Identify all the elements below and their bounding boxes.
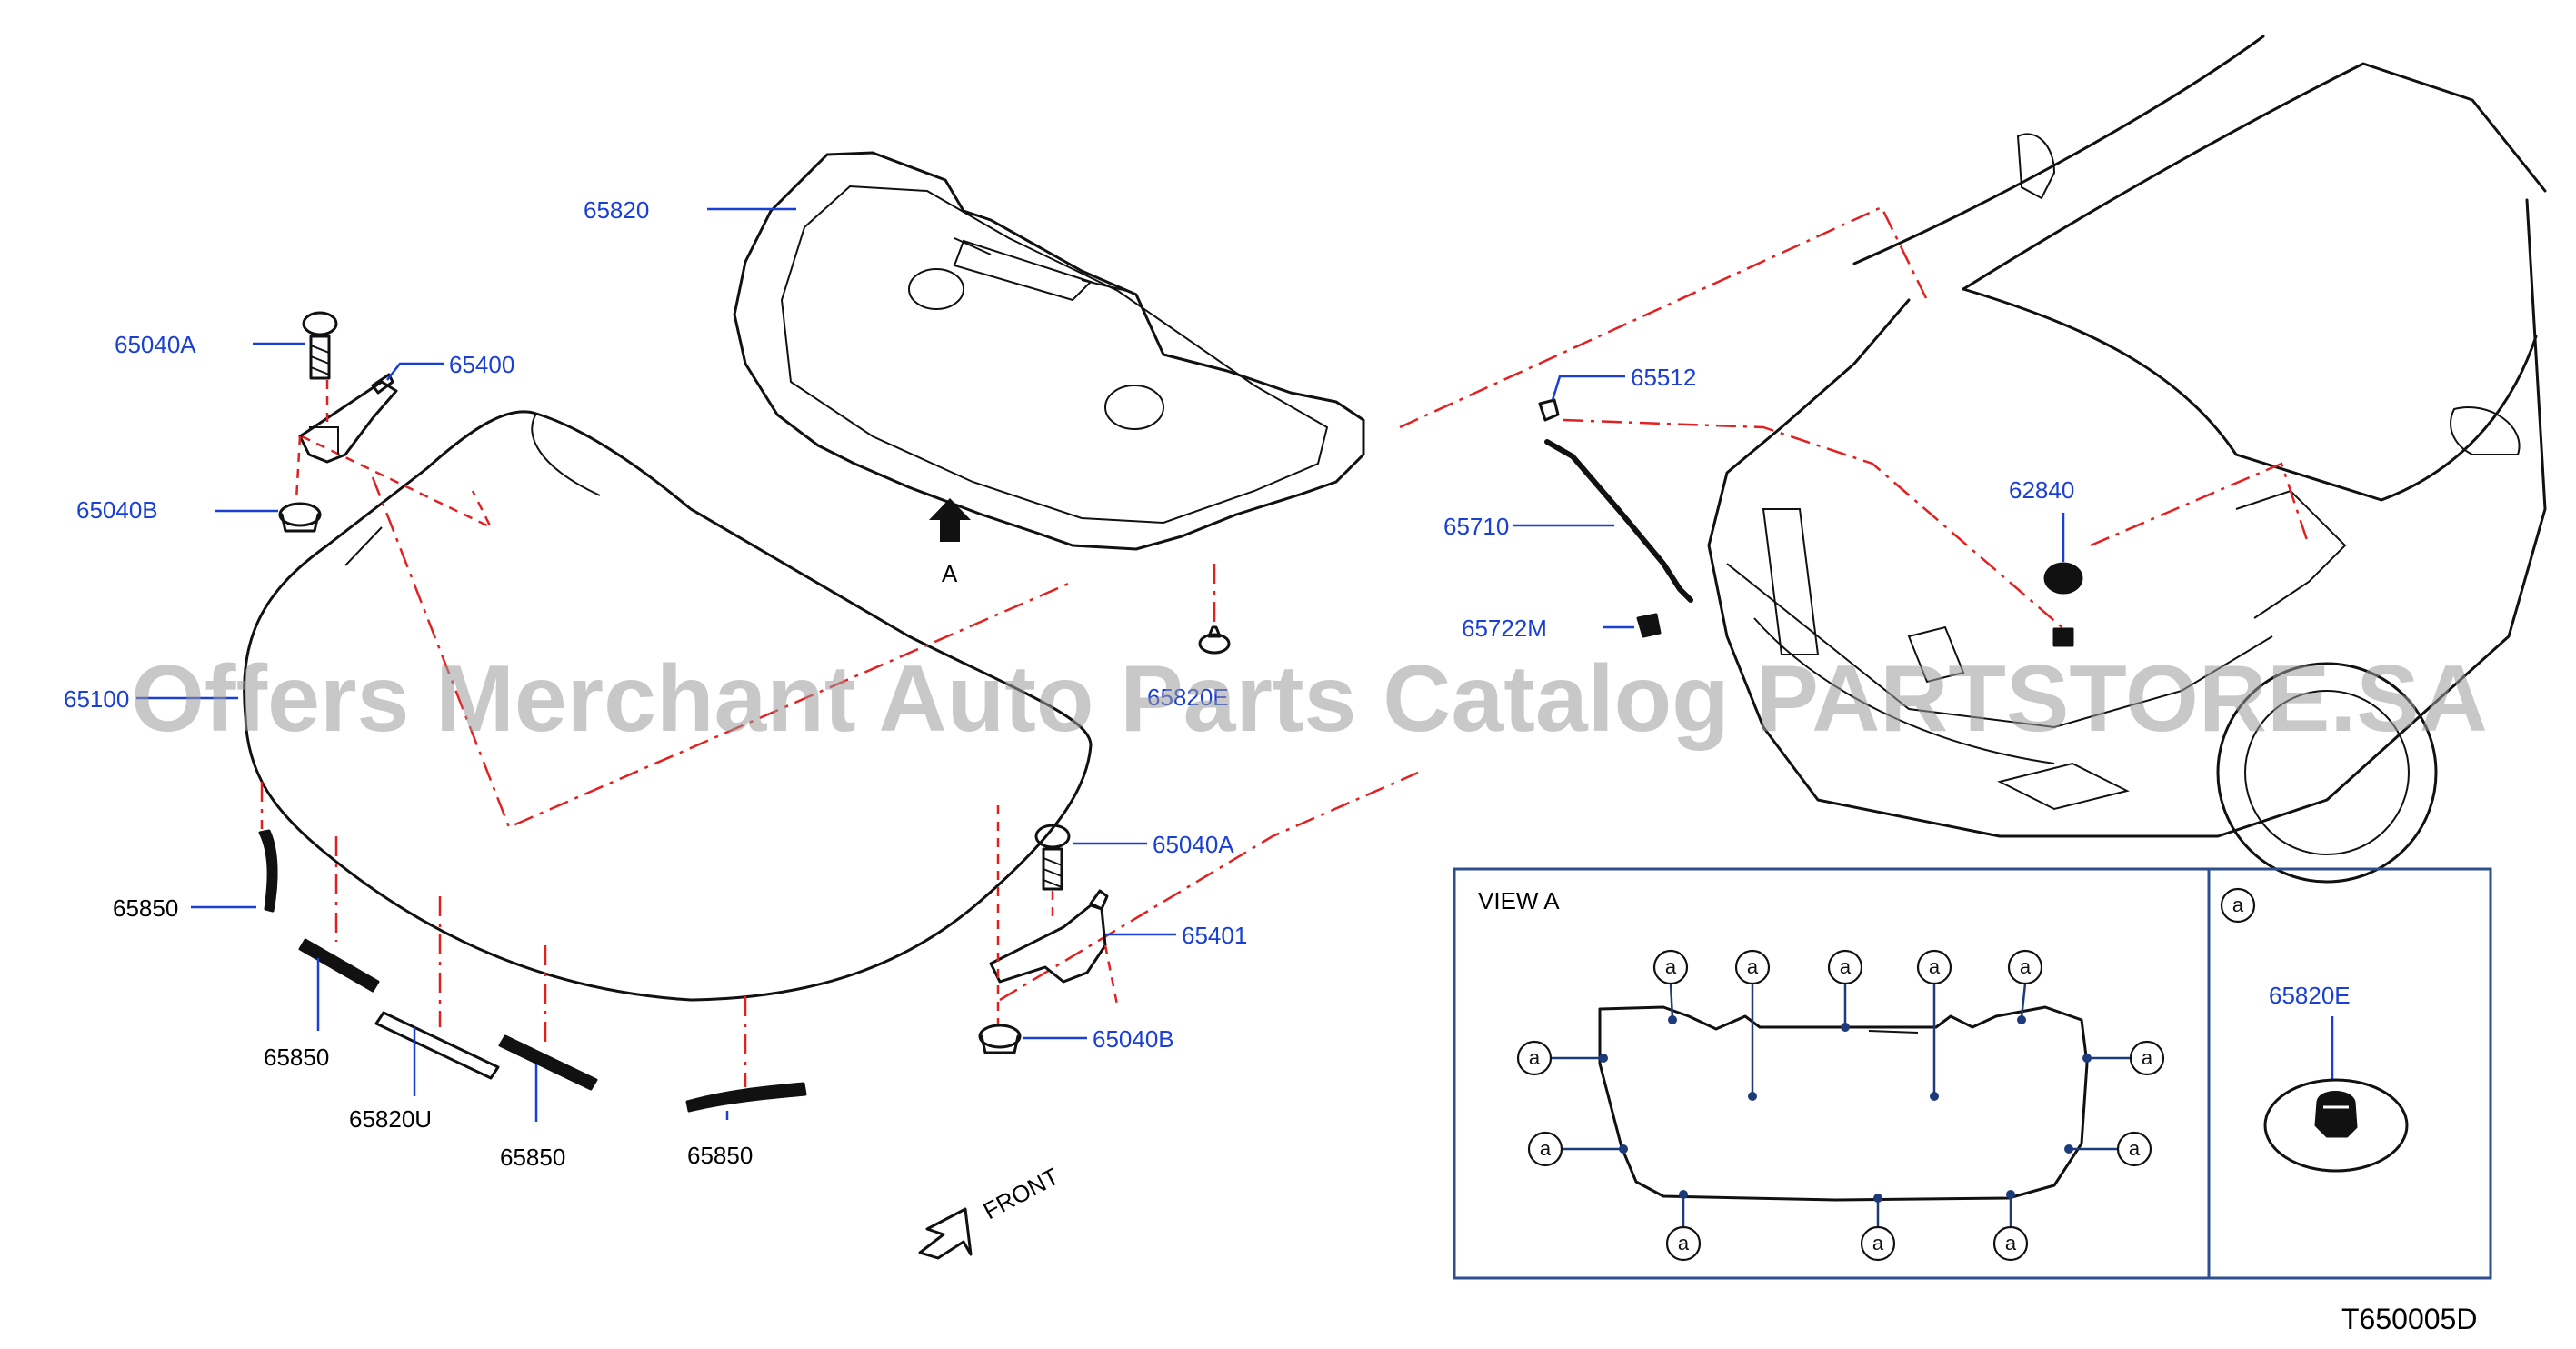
grommet-65722m-drawing xyxy=(1636,613,1662,638)
callout-a: a xyxy=(1678,1232,1690,1254)
hood-stay-65710-drawing xyxy=(1544,439,1693,603)
strip-65820u-drawing xyxy=(374,1011,500,1080)
dash-stay xyxy=(1563,418,2073,637)
hinge-65400-drawing xyxy=(298,373,398,464)
nut-65040b-bottom-drawing xyxy=(978,1024,1022,1054)
view-arrow xyxy=(929,498,971,542)
dash-right-fasteners xyxy=(996,805,1120,1024)
label-65710: 65710 xyxy=(1443,513,1509,540)
clip-65820e-drawing xyxy=(1198,625,1231,655)
view-a-panel xyxy=(1453,867,2492,1280)
label-65850-left: 65850 xyxy=(113,894,178,922)
label-65040a-bottom: 65040A xyxy=(1153,831,1234,858)
dash-bay-2 xyxy=(2090,462,2311,547)
bolt-65040a-top-drawing xyxy=(302,311,338,380)
watermark: Offers Merchant Auto Parts Catalog PARTS… xyxy=(131,646,2488,752)
label-65850-c: 65850 xyxy=(687,1142,753,1169)
callout-a: a xyxy=(1840,955,1852,978)
callout-a: a xyxy=(2129,1137,2141,1160)
bolt-65040a-bottom-drawing xyxy=(1034,824,1071,891)
view-a-insulator-outline xyxy=(1598,1005,2089,1202)
callout-a: a xyxy=(1872,1232,1884,1254)
view-a-callouts: a a a a a a a a a a a a a xyxy=(1516,887,2256,1262)
leader-65512 xyxy=(1551,375,1625,401)
front-arrow xyxy=(918,1207,973,1260)
detail-label-65820e: 65820E xyxy=(2269,982,2351,1009)
leader-65400 xyxy=(386,362,444,381)
view-a-title: VIEW A xyxy=(1478,887,1560,914)
arrow-a-label: A xyxy=(942,560,958,587)
dash-hood-right xyxy=(999,771,1419,1002)
label-65850-b: 65850 xyxy=(500,1144,565,1171)
callout-a: a xyxy=(1747,955,1759,978)
vehicle-drawing xyxy=(1707,35,2547,884)
label-65400: 65400 xyxy=(449,351,514,378)
seal-65850-a-drawing xyxy=(298,938,380,993)
dash-hinge-left xyxy=(301,435,494,530)
label-65512: 65512 xyxy=(1631,364,1696,391)
callout-a: a xyxy=(1540,1137,1552,1160)
dash-hood-left xyxy=(371,476,1073,829)
callout-a: a xyxy=(2142,1046,2153,1069)
label-65040b-top: 65040B xyxy=(76,496,158,524)
label-65401: 65401 xyxy=(1182,922,1247,949)
seal-65850-left-drawing xyxy=(258,829,278,913)
diagram-code: T650005D xyxy=(2341,1303,2477,1335)
stay-clip-65512-drawing xyxy=(1538,398,1560,422)
hinge-65401-drawing xyxy=(989,889,1109,984)
label-65722m: 65722M xyxy=(1462,615,1547,642)
label-65820u: 65820U xyxy=(349,1105,432,1133)
cap-62840-drawing xyxy=(2043,562,2083,647)
label-65100: 65100 xyxy=(64,685,129,713)
label-65820e-small: 65820E xyxy=(1147,684,1229,711)
detail-clip-drawing xyxy=(2263,1078,2409,1173)
label-62840: 62840 xyxy=(2009,476,2074,504)
label-65040a-top: 65040A xyxy=(115,331,196,358)
seal-65850-c-drawing xyxy=(685,1082,807,1113)
label-65040b-bottom: 65040B xyxy=(1093,1025,1174,1053)
callout-a: a xyxy=(1929,955,1941,978)
dash-left-fasteners xyxy=(295,380,329,501)
callout-a: a xyxy=(2020,955,2032,978)
front-label: FRONT xyxy=(979,1163,1063,1225)
nut-65040b-top-drawing xyxy=(278,502,322,533)
callout-a: a xyxy=(2005,1232,2017,1254)
detail-callout-a: a xyxy=(2232,894,2244,916)
seal-65850-b-drawing xyxy=(498,1034,598,1091)
label-65820: 65820 xyxy=(584,196,649,224)
callout-a: a xyxy=(1665,955,1677,978)
hood-insulator-drawing xyxy=(733,151,1365,551)
hood-drawing xyxy=(243,410,1093,1002)
label-65850-a: 65850 xyxy=(264,1044,329,1071)
dash-bay-1 xyxy=(1399,205,1929,429)
callout-a: a xyxy=(1529,1046,1541,1069)
